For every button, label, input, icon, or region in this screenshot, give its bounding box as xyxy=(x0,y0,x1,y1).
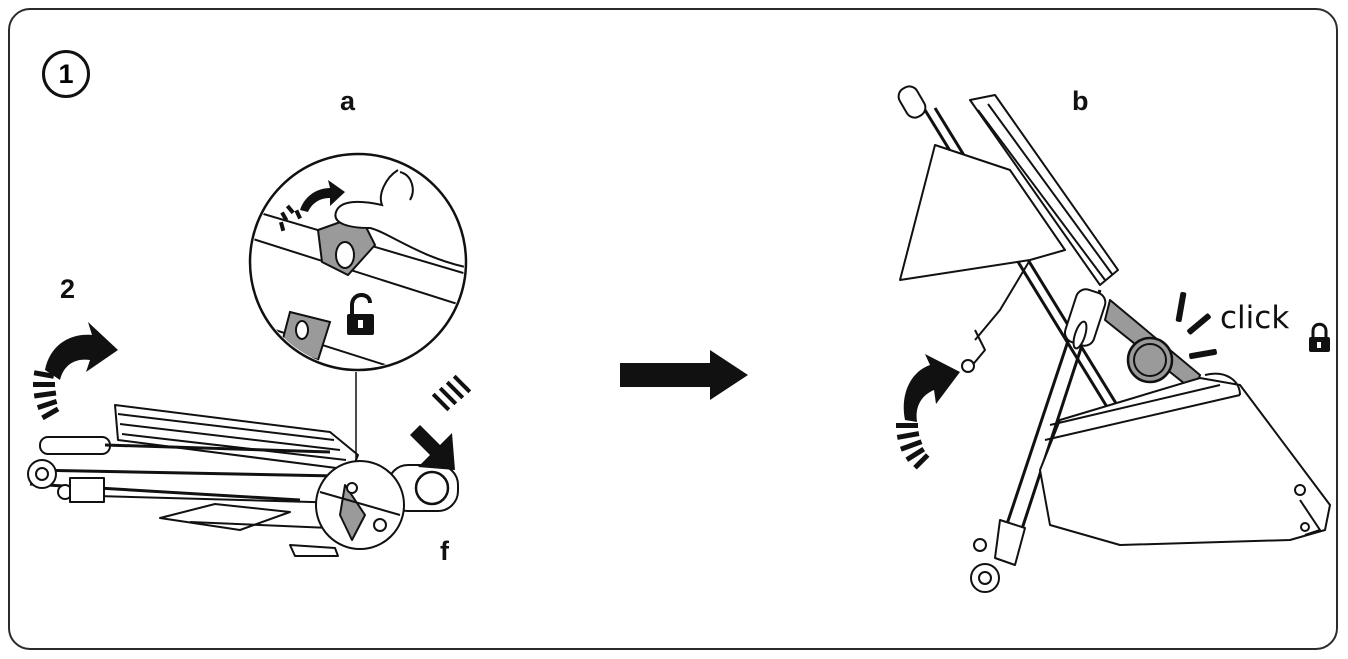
rotate-arrow-icon xyxy=(33,322,118,421)
click-marks xyxy=(1175,292,1217,360)
rotate-arrow-up-icon xyxy=(896,354,960,470)
step-number-badge: 1 xyxy=(42,50,90,98)
label-a: a xyxy=(340,86,356,116)
folded-chair xyxy=(27,372,459,557)
right-arrow-icon xyxy=(620,350,748,400)
label-b: b xyxy=(1072,86,1089,116)
unlocked-padlock-icon xyxy=(347,293,374,335)
locked-padlock-icon xyxy=(1309,322,1330,352)
label-2: 2 xyxy=(60,274,76,304)
push-arrow-icon xyxy=(410,374,472,470)
lock-detail-circle xyxy=(248,152,468,372)
label-f: f xyxy=(440,536,449,566)
step-number: 1 xyxy=(58,58,74,89)
instruction-frame xyxy=(8,8,1338,650)
click-label: click xyxy=(1220,300,1290,336)
unfolded-chair xyxy=(897,85,1331,593)
